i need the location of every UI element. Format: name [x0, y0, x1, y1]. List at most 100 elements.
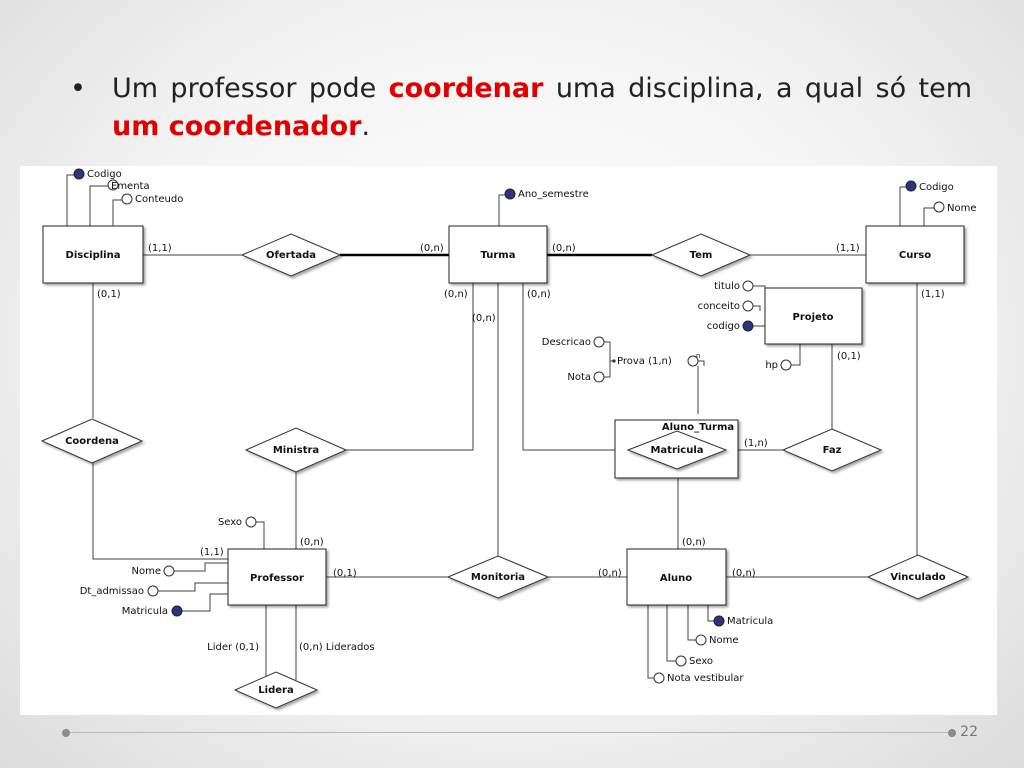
card-turma-monitoria: (0,n)	[472, 313, 496, 324]
relationship-faz[interactable]: Faz	[781, 428, 883, 472]
card-disciplina-ofertada: (1,1)	[148, 243, 172, 254]
footer-divider	[66, 732, 952, 733]
bullet-text: Um professor pode coordenar uma discipli…	[112, 70, 972, 146]
attribute-icon	[653, 672, 665, 684]
attribute-icon	[107, 179, 119, 191]
attr-curso-nome: Nome	[947, 203, 977, 214]
key-attribute-icon	[742, 320, 754, 332]
bullet-text-part: uma disciplina, a qual só tem	[543, 73, 972, 104]
entity-professor-label: Professor	[250, 573, 304, 584]
card-aluno-matricula: (0,n)	[682, 537, 706, 548]
attribute-icon	[687, 355, 699, 367]
entity-projeto-label: Projeto	[793, 312, 834, 323]
attribute-icon	[147, 585, 159, 597]
attr-prova: Prova (1,n)	[617, 356, 672, 367]
relationship-coordena[interactable]: Coordena	[40, 418, 144, 464]
card-turma-matricula: (0,n)	[527, 289, 551, 300]
footer-dot-left	[62, 729, 70, 737]
card-aluno-vinculado: (0,n)	[732, 568, 756, 579]
attr-prova-descricao: Descricao	[542, 337, 591, 348]
card-projeto-faz: (0,1)	[837, 351, 861, 362]
attribute-icon	[612, 359, 616, 363]
attr-projeto-conceito: conceito	[698, 301, 740, 312]
attr-professor-matricula: Matricula	[122, 606, 168, 617]
attr-aluno-matricula: Matricula	[727, 616, 773, 627]
entity-aluno[interactable]: Aluno	[626, 548, 727, 606]
attribute-icon	[695, 634, 707, 646]
highlight-um-coordenador: um coordenador	[112, 111, 362, 142]
relationship-ofertada[interactable]: Ofertada	[240, 233, 342, 277]
attribute-markers	[73, 168, 945, 684]
attr-aluno-nota-vestibular: Nota vestibular	[667, 673, 744, 684]
attr-projeto-titulo: titulo	[714, 281, 740, 292]
entity-professor[interactable]: Professor	[227, 548, 327, 606]
attribute-icon	[593, 371, 605, 383]
bullet-marker: •	[70, 73, 86, 104]
card-curso-tem: (1,1)	[836, 243, 860, 254]
relationship-ofertada-label: Ofertada	[266, 250, 316, 261]
relationship-ministra[interactable]: Ministra	[244, 427, 348, 473]
relationship-faz-label: Faz	[823, 445, 842, 456]
attr-professor-dt-admissao: Dt_admissao	[80, 586, 144, 597]
attribute-stems	[66, 174, 934, 679]
attr-prova-nota: Nota	[567, 372, 591, 383]
entity-turma-label: Turma	[481, 250, 516, 261]
entity-curso-label: Curso	[899, 250, 931, 261]
attribute-icon	[593, 336, 605, 348]
key-attribute-icon	[713, 615, 725, 627]
attr-prova-multi-marker: n	[696, 352, 700, 360]
relationship-tem[interactable]: Tem	[650, 233, 752, 277]
key-attribute-icon	[504, 188, 516, 200]
bullet-text-part: .	[361, 111, 371, 142]
card-turma-ministra: (0,n)	[444, 289, 468, 300]
connection-lines	[92, 253, 918, 680]
key-attribute-icon	[73, 168, 85, 180]
attribute-icon	[742, 300, 754, 312]
attr-aluno-nome: Nome	[709, 635, 739, 646]
er-diagram-canvas: Disciplina Turma Curso Projeto Professor…	[40, 168, 977, 709]
card-disciplina-coordena: (0,1)	[97, 289, 121, 300]
attr-professor-nome: Nome	[132, 566, 162, 577]
card-aluno-turma-faz: (1,n)	[744, 438, 768, 449]
bullet-item: • Um professor pode coordenar uma discip…	[70, 70, 972, 146]
attribute-icon	[742, 280, 754, 292]
relationship-vinculado[interactable]: Vinculado	[866, 554, 970, 600]
relationship-vinculado-label: Vinculado	[890, 572, 945, 583]
key-attribute-icon	[171, 605, 183, 617]
attribute-icon	[245, 516, 257, 528]
attr-curso-codigo: Codigo	[919, 182, 954, 193]
er-diagram: Disciplina Turma Curso Projeto Professor…	[20, 166, 997, 715]
attribute-icon	[780, 359, 792, 371]
relationship-coordena-label: Coordena	[65, 436, 119, 447]
attr-professor-sexo: Sexo	[218, 517, 242, 528]
entity-aluno-label: Aluno	[660, 573, 692, 584]
card-curso-vinculado: (1,1)	[921, 289, 945, 300]
entity-curso[interactable]: Curso	[865, 225, 965, 284]
relationship-lidera[interactable]: Lidera	[233, 671, 319, 709]
relationship-monitoria[interactable]: Monitoria	[446, 555, 550, 599]
page-number: 22	[960, 724, 978, 740]
attr-disciplina-codigo: Codigo	[87, 169, 122, 180]
attr-disciplina-conteudo: Conteudo	[135, 194, 183, 205]
entity-turma[interactable]: Turma	[448, 225, 548, 284]
card-turma-tem: (0,n)	[552, 243, 576, 254]
entity-projeto[interactable]: Projeto	[764, 287, 863, 345]
relationship-tem-label: Tem	[690, 250, 713, 261]
attr-projeto-hp: hp	[765, 360, 778, 371]
attr-aluno-sexo: Sexo	[689, 656, 713, 667]
card-turma-ofertada: (0,n)	[420, 243, 444, 254]
entity-disciplina[interactable]: Disciplina	[42, 225, 144, 284]
card-aluno-monitoria: (0,n)	[598, 568, 622, 579]
attribute-icon	[163, 565, 175, 577]
card-professor-ministra: (0,n)	[300, 537, 324, 548]
attribute-icon	[675, 655, 687, 667]
relationship-matricula[interactable]: Matricula	[626, 430, 728, 470]
attr-disciplina-ementa: Ementa	[111, 181, 150, 192]
bullet-text-part: Um professor pode	[112, 73, 389, 104]
attr-projeto-codigo: codigo	[707, 321, 740, 332]
attribute-icon	[933, 201, 945, 213]
attribute-icon	[121, 193, 133, 205]
highlight-coordenar: coordenar	[388, 73, 544, 104]
relationship-ministra-label: Ministra	[273, 445, 319, 456]
key-attribute-icon	[905, 180, 917, 192]
